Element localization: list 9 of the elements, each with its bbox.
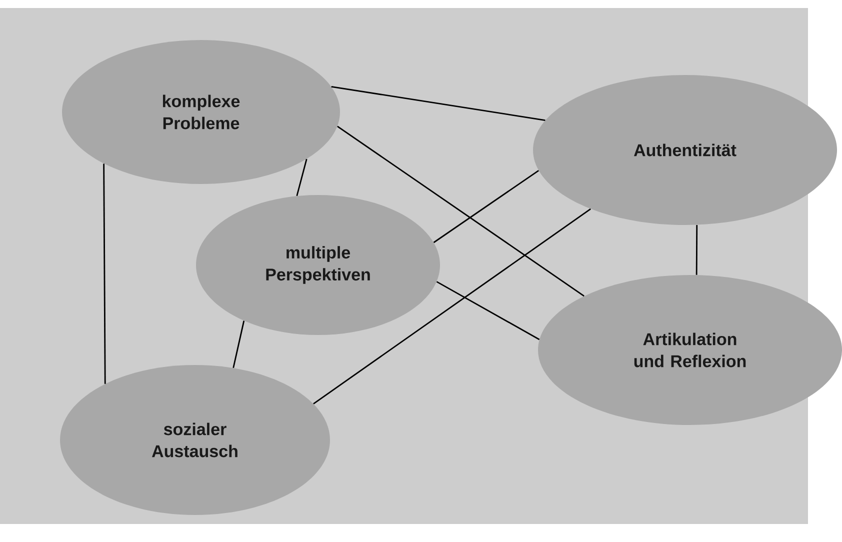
connector-line <box>436 281 540 340</box>
connector-line <box>103 164 106 384</box>
connector-line <box>331 86 546 121</box>
connector-line <box>337 126 584 297</box>
connector-line <box>296 158 308 196</box>
connector-line <box>313 208 592 404</box>
connector-line <box>232 320 245 368</box>
connector-line <box>696 224 698 275</box>
connector-line <box>433 170 540 244</box>
